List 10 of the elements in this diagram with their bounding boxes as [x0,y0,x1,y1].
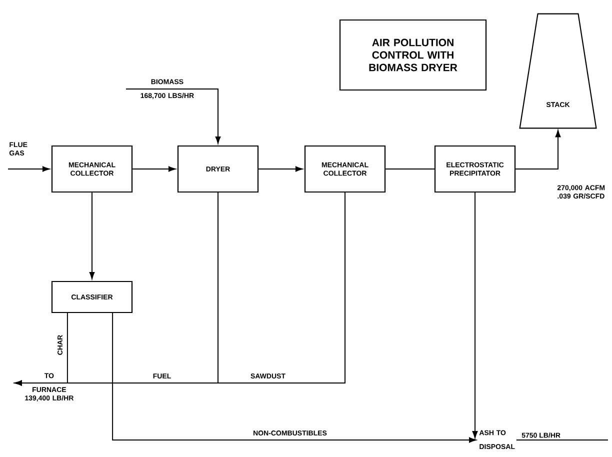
title-box: AIR POLLUTION CONTROL WITH BIOMASS DRYER [339,19,487,91]
flow-arrow [258,166,303,172]
flow-arrow [515,130,561,170]
flow-arrow [132,166,176,172]
flow-arrow [126,88,221,144]
flow-arrow [8,166,50,172]
flow-arrow [89,192,95,280]
flow-arrow [14,192,346,386]
flow-arrow [472,192,478,438]
flow-arrow [112,312,476,443]
